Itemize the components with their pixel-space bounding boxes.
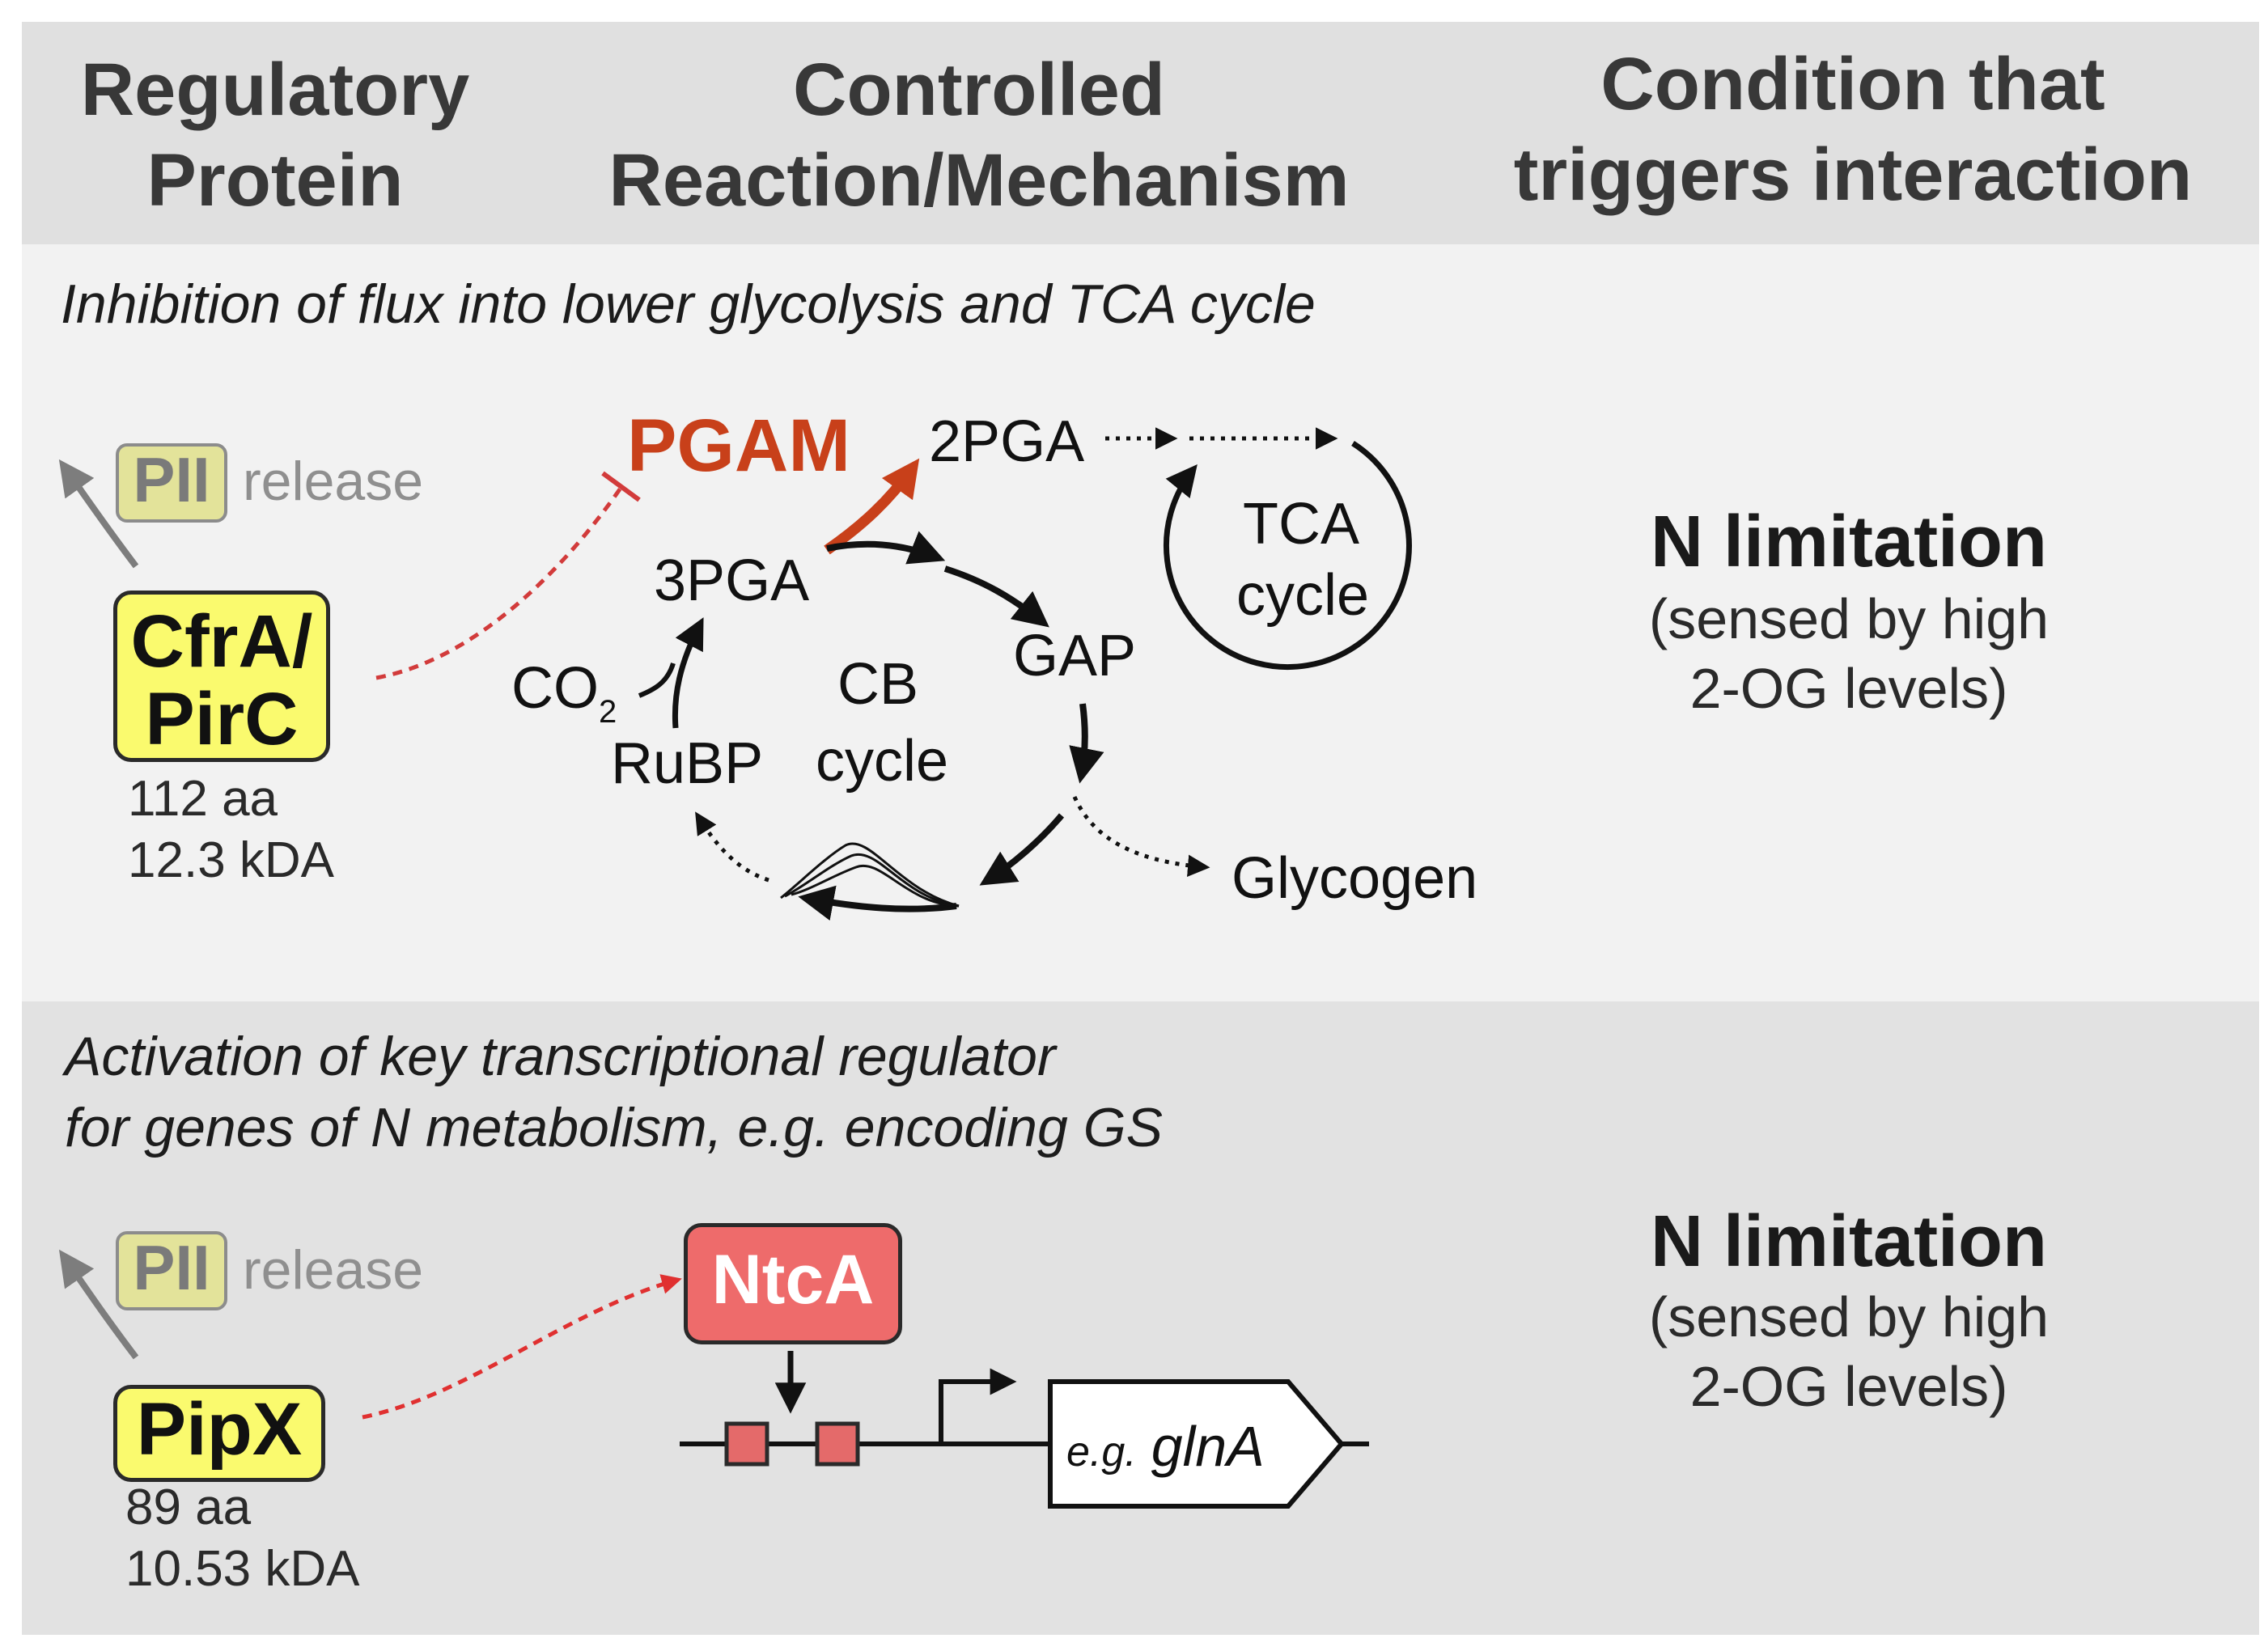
label-cb: CB <box>837 652 918 717</box>
arrow-to-gap <box>943 565 1049 628</box>
row2-mechanism-title: Activation of key transcriptional regula… <box>65 1026 1163 1158</box>
row2-pii-badge: PII <box>116 1231 227 1310</box>
label-2pga: 2PGA <box>929 409 1084 474</box>
arrow-bottom-fan-2 <box>784 853 960 908</box>
arrow-co2 <box>638 663 676 698</box>
binding-site-2 <box>815 1421 860 1467</box>
row2-condition-title: N limitation <box>1651 1201 2047 1282</box>
row2-protein-size: 89 aa 10.53 kDA <box>125 1480 360 1597</box>
label-tca-cycle: cycle <box>1236 563 1369 628</box>
arrow-gap-down <box>1069 703 1104 784</box>
arrow-glycogen <box>1072 795 1210 877</box>
label-co2: CO2 <box>511 656 617 730</box>
label-3pga: 3PGA <box>654 548 809 613</box>
row2-release-label: release <box>243 1239 424 1301</box>
label-gap: GAP <box>1013 624 1136 688</box>
row1-protein-cfra-pirc: CfrA/ PirC <box>113 591 330 762</box>
arrow-bottom-main <box>798 885 957 921</box>
pgam-label: PGAM <box>627 404 850 487</box>
arrow-lower-left <box>979 813 1065 886</box>
activation-line <box>362 1274 682 1420</box>
row-1-band <box>22 244 2259 1001</box>
arrow-rubp-3pga <box>672 617 704 729</box>
row1-release-arrow <box>58 459 139 569</box>
header-regulatory-protein: Regulatory Protein <box>80 49 470 222</box>
arrow-3pga-right <box>826 531 946 565</box>
arrow-to-rubp <box>695 811 769 883</box>
row2-release-arrow <box>58 1249 139 1360</box>
header-condition: Condition that triggers interaction <box>1513 43 2193 216</box>
row1-condition-title: N limitation <box>1651 502 2047 582</box>
promoter-arrow <box>939 1368 1017 1444</box>
label-cb-cycle: cycle <box>816 729 948 794</box>
arrow-bottom-fan-3 <box>791 864 960 908</box>
label-rubp: RuBP <box>611 731 763 796</box>
header-band <box>22 22 2259 244</box>
gene-arrow <box>1048 1379 1345 1509</box>
tca-cycle-circle <box>1163 441 1412 671</box>
row1-pii-badge: PII <box>116 443 227 523</box>
row1-mechanism-title: Inhibition of flux into lower glycolysis… <box>61 273 1316 335</box>
arrow-bottom-fan-1 <box>780 842 960 908</box>
row2-protein-pipx: PipX <box>113 1385 325 1482</box>
row2-condition-sub: (sensed by high 2-OG levels) <box>1648 1285 2050 1418</box>
pgam-arrow <box>824 458 920 555</box>
inhibition-line <box>375 485 624 680</box>
label-tca: TCA <box>1243 492 1359 557</box>
label-glycogen: Glycogen <box>1232 846 1477 911</box>
row1-release-label: release <box>243 451 424 512</box>
binding-site-1 <box>724 1421 769 1467</box>
inhibition-bar <box>601 471 641 502</box>
row1-protein-size: 112 aa 12.3 kDA <box>128 771 335 888</box>
header-controlled-reaction: Controlled Reaction/Mechanism <box>608 49 1350 222</box>
row1-condition-sub: (sensed by high 2-OG levels) <box>1648 587 2050 720</box>
ntca-box: NtcA <box>684 1223 902 1344</box>
gene-label: e.g.glnA <box>1066 1415 1265 1478</box>
row-2-band <box>22 1001 2259 1635</box>
